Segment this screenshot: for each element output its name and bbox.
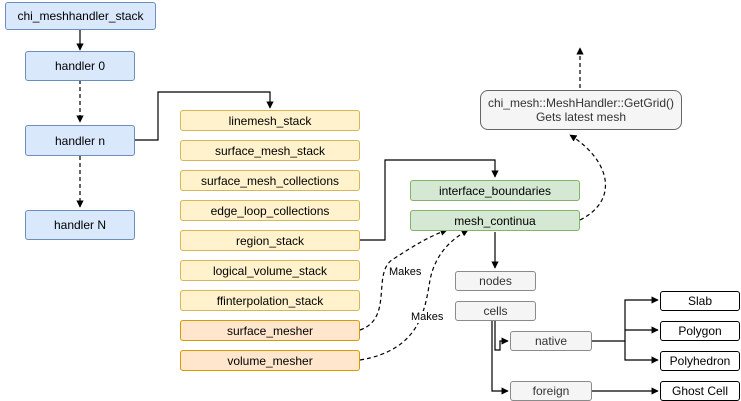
getgrid-subtitle: Gets latest mesh	[535, 110, 627, 124]
edge-native-polyhedron	[624, 341, 659, 364]
node-linemesh-stack: linemesh_stack	[180, 110, 360, 131]
edge-volmesher-continua	[359, 229, 469, 361]
node-volume-mesher: volume_mesher	[180, 350, 360, 371]
edge-surfmesher-continua	[359, 228, 448, 331]
node-slab: Slab	[660, 291, 740, 311]
node-handler-N: handler N	[25, 210, 135, 240]
node-surface-mesher: surface_mesher	[180, 320, 360, 341]
edge-cells-foreign	[491, 320, 509, 395]
node-logical-volume-stack: logical_volume_stack	[180, 260, 360, 281]
getgrid-title: chi_mesh::MeshHandler::GetGrid()	[487, 96, 675, 110]
edge-handlern-linemesh	[135, 91, 274, 141]
node-handler-n: handler n	[25, 125, 135, 156]
node-nodes: nodes	[455, 271, 536, 291]
edge-continua-getgrid	[569, 134, 607, 221]
node-handler-0: handler 0	[25, 51, 135, 81]
node-interface-boundaries: interface_boundaries	[410, 180, 580, 201]
edge-cells-native	[494, 320, 509, 351]
edge-label-makes-2: Makes	[410, 311, 445, 323]
node-mesh-continua: mesh_continua	[410, 210, 580, 231]
node-surface-mesh-collections: surface_mesh_collections	[180, 170, 360, 191]
node-polygon: Polygon	[660, 321, 740, 341]
node-surface-mesh-stack: surface_mesh_stack	[180, 140, 360, 161]
edge-native-slab	[592, 296, 659, 342]
node-native: native	[510, 331, 592, 351]
node-chi-meshhandler-stack: chi_meshhandler_stack	[5, 2, 156, 30]
node-getgrid: chi_mesh::MeshHandler::GetGrid() Gets la…	[480, 90, 682, 130]
node-foreign: foreign	[510, 381, 592, 401]
node-ghost-cell: Ghost Cell	[660, 381, 740, 401]
node-cells: cells	[455, 301, 536, 321]
node-polyhedron: Polyhedron	[660, 351, 740, 371]
edge-label-makes-1: Makes	[388, 266, 423, 278]
node-region-stack: region_stack	[180, 230, 360, 251]
node-edge-loop-collections: edge_loop_collections	[180, 200, 360, 221]
edge-region-iface	[360, 159, 499, 241]
node-ffinterpolation-stack: ffinterpolation_stack	[180, 290, 360, 311]
